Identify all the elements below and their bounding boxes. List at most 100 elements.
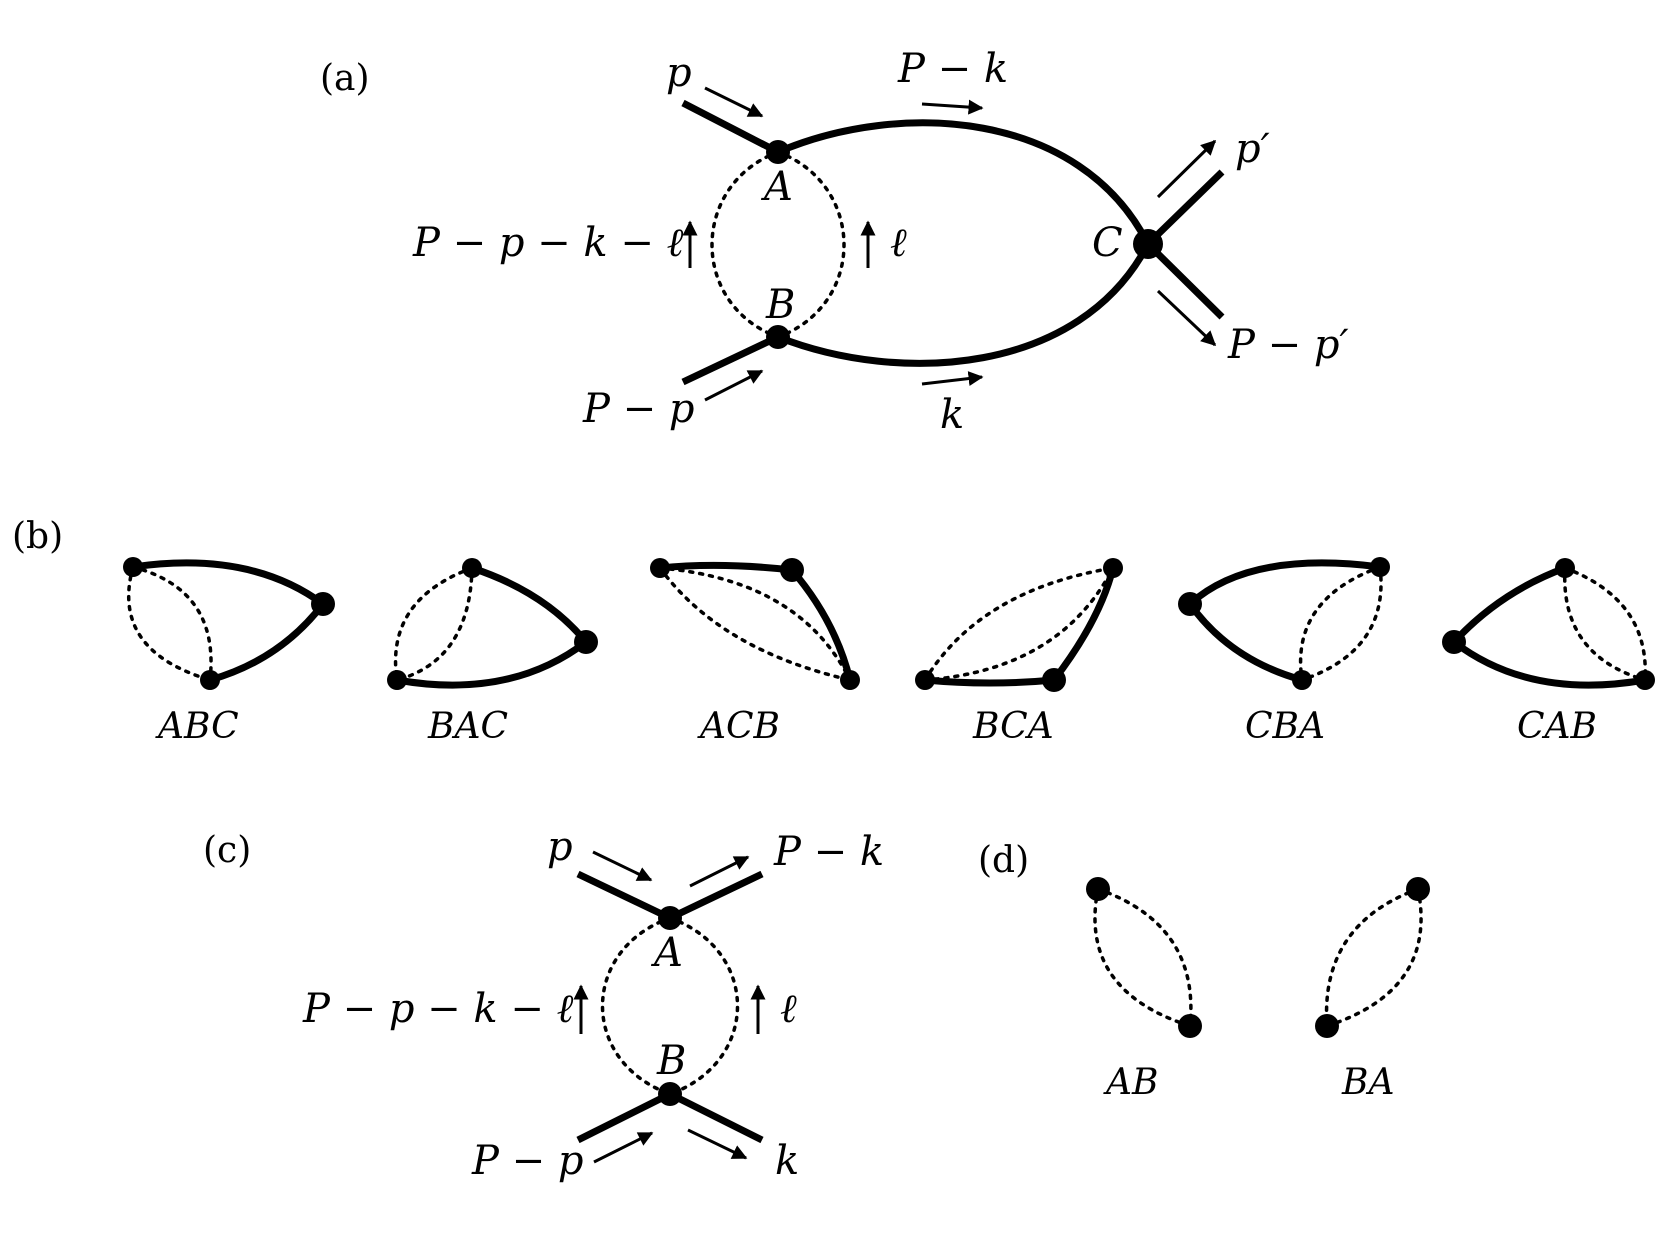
ordering-ba-diagram bbox=[1315, 877, 1430, 1038]
ordering-label: ACB bbox=[697, 706, 780, 747]
label-P-k: P − k bbox=[897, 46, 1008, 92]
line bbox=[1187, 601, 1303, 684]
ordering-bac-diagram bbox=[387, 558, 598, 690]
vertex bbox=[311, 592, 335, 616]
vertex-b bbox=[658, 1082, 682, 1106]
vertex-a bbox=[766, 140, 790, 164]
leg-p-prime-out bbox=[1145, 169, 1225, 247]
ordering-label: BAC bbox=[427, 706, 508, 747]
line bbox=[789, 567, 854, 681]
line bbox=[659, 561, 793, 574]
label-P-k-out: P − k bbox=[773, 829, 884, 875]
ordering-label: AB bbox=[1103, 1062, 1158, 1103]
propagator-P-k bbox=[776, 119, 1152, 246]
label-p-in: p bbox=[666, 50, 692, 96]
leg-p-in bbox=[681, 99, 780, 156]
vertex-a bbox=[658, 906, 682, 930]
ordering-label: ABC bbox=[155, 706, 239, 747]
dashed-line bbox=[1563, 566, 1647, 682]
label-k: k bbox=[940, 392, 964, 438]
ordering-cba-diagram bbox=[1178, 557, 1390, 690]
arrow-p-in bbox=[704, 86, 764, 118]
line bbox=[1187, 559, 1381, 607]
label-P-p-in: P − p bbox=[582, 386, 694, 432]
vertex bbox=[1555, 558, 1575, 578]
panel-a-tag: (a) bbox=[320, 58, 370, 99]
dashed-line bbox=[1300, 565, 1383, 682]
line bbox=[209, 601, 326, 684]
leg-P-p-in bbox=[681, 333, 780, 386]
arrow-P-k bbox=[921, 99, 984, 115]
vertex bbox=[1292, 670, 1312, 690]
arrow-p-in bbox=[592, 850, 653, 882]
panel-c: (c) p P − k P − p − k − ℓ ℓ P − p k A B bbox=[203, 824, 884, 1184]
loop-left-line bbox=[600, 916, 672, 1096]
leg-k-out bbox=[668, 1090, 764, 1144]
dashed-line bbox=[127, 565, 212, 682]
label-P-p-in: P − p bbox=[471, 1138, 583, 1184]
label-vertex-c: C bbox=[1092, 220, 1123, 266]
dashed-line bbox=[393, 566, 474, 682]
line bbox=[470, 564, 589, 645]
label-loop-left: P − p − k − ℓ bbox=[302, 986, 574, 1032]
vertex-b bbox=[766, 325, 790, 349]
dashed-line bbox=[1096, 887, 1193, 1028]
ordering-label: BA bbox=[1341, 1062, 1394, 1103]
arrow-k-out bbox=[687, 1128, 748, 1160]
dashed-line bbox=[1324, 887, 1420, 1028]
vertex bbox=[1442, 630, 1466, 654]
loop-right-line bbox=[776, 150, 846, 339]
line bbox=[1051, 567, 1117, 683]
vertex bbox=[462, 558, 482, 578]
leg-p-in bbox=[576, 870, 672, 922]
label-P-p-prime: P − p′ bbox=[1227, 322, 1349, 368]
vertex bbox=[650, 558, 670, 578]
dashed-line bbox=[923, 566, 1115, 682]
leg-P-p-in bbox=[576, 1090, 672, 1144]
label-p-in: p bbox=[547, 824, 573, 870]
loop-right-line bbox=[668, 916, 740, 1096]
vertex bbox=[1406, 877, 1430, 901]
loop-left-line bbox=[710, 150, 780, 339]
propagator-k bbox=[776, 242, 1152, 367]
vertex bbox=[1315, 1014, 1339, 1038]
panel-d: (d) AB BA bbox=[978, 840, 1430, 1103]
label-vertex-b: B bbox=[765, 282, 795, 328]
label-loop-right: ℓ bbox=[780, 986, 797, 1032]
vertex bbox=[1370, 557, 1390, 577]
vertex bbox=[915, 670, 935, 690]
leg-P-k-out bbox=[668, 870, 764, 922]
leg-P-p-prime-out bbox=[1145, 241, 1225, 320]
vertex bbox=[1086, 877, 1110, 901]
arrow-k bbox=[921, 371, 984, 387]
arrow-P-k-out bbox=[689, 855, 750, 888]
dashed-line bbox=[395, 566, 474, 682]
ordering-cab-diagram bbox=[1442, 558, 1655, 690]
ordering-label: BCA bbox=[972, 706, 1054, 747]
label-vertex-a: A bbox=[760, 164, 793, 210]
dashed-line bbox=[1298, 565, 1382, 682]
line bbox=[1451, 564, 1567, 645]
ordering-label: CBA bbox=[1245, 706, 1325, 747]
label-loop-left: P − p − k − ℓ bbox=[412, 220, 684, 266]
line bbox=[1451, 639, 1646, 689]
line bbox=[924, 676, 1055, 687]
vertex bbox=[1103, 558, 1123, 578]
vertex-c bbox=[1133, 229, 1163, 259]
panel-b: (b) bbox=[12, 516, 1655, 747]
ordering-abc-diagram bbox=[123, 557, 335, 690]
dashed-line bbox=[923, 566, 1115, 682]
ordering-acb-diagram bbox=[650, 558, 860, 690]
label-p-prime: p′ bbox=[1235, 126, 1270, 172]
vertex bbox=[200, 670, 220, 690]
dashed-line bbox=[658, 566, 852, 682]
panel-c-tag: (c) bbox=[203, 830, 251, 871]
line bbox=[132, 559, 326, 607]
label-vertex-b: B bbox=[656, 1038, 686, 1084]
vertex bbox=[1635, 670, 1655, 690]
line bbox=[396, 639, 589, 689]
vertex bbox=[1042, 668, 1066, 692]
panel-a: (a) p P − k p′ P − p′ P − p k P − p − k … bbox=[320, 46, 1349, 438]
dashed-line bbox=[1093, 887, 1192, 1028]
